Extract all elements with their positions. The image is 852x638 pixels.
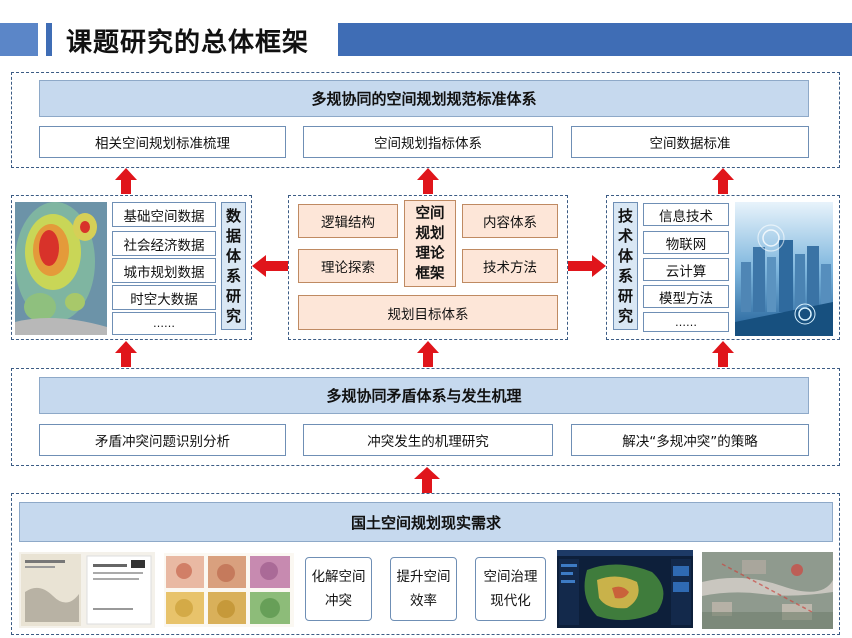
theory-framework-panel	[288, 195, 568, 340]
conflict-banner: 多规协同矛盾体系与发生机理	[39, 377, 809, 414]
theory-core: 空间规划理论框架	[404, 200, 456, 287]
tech-item-1: 信息技术	[643, 203, 729, 226]
arrow-up-left-mid	[115, 341, 137, 367]
header-stripe	[46, 23, 52, 56]
satellite-image	[702, 552, 833, 629]
standards-banner: 多规协同的空间规划规范标准体系	[39, 80, 809, 117]
tech-item-3: 云计算	[643, 258, 729, 281]
arrow-up-left-top	[115, 168, 137, 194]
conflict-item-1: 矛盾冲突问题识别分析	[39, 424, 286, 456]
tech-item-2: 物联网	[643, 231, 729, 254]
theory-item-logic: 逻辑结构	[298, 204, 398, 238]
conflict-section	[11, 368, 840, 466]
data-item-5: ……	[112, 312, 216, 335]
arrow-right	[568, 255, 606, 277]
conflict-item-2: 冲突发生的机理研究	[303, 424, 553, 456]
tech-item-4: 模型方法	[643, 285, 729, 308]
outcome-modernize-governance: 空间治理 现代化	[475, 557, 546, 621]
planning-report-image	[19, 552, 155, 628]
data-item-4: 时空大数据	[112, 285, 216, 310]
outcome-improve-efficiency: 提升空间 效率	[390, 557, 457, 621]
arrow-up-center-mid	[417, 341, 439, 367]
gis-dashboard-image	[557, 550, 693, 628]
standards-section	[11, 72, 840, 168]
arrow-up-right-top	[712, 168, 734, 194]
smart-city-image	[735, 202, 833, 336]
theory-item-content: 内容体系	[462, 204, 558, 238]
arrow-left	[252, 255, 288, 277]
theory-item-methods: 技术方法	[462, 249, 558, 283]
header-title-plate	[38, 17, 338, 59]
standards-item-1: 相关空间规划标准梳理	[39, 126, 286, 158]
data-system-panel	[11, 195, 252, 340]
data-item-2: 社会经济数据	[112, 231, 216, 256]
standards-item-3: 空间数据标准	[571, 126, 809, 158]
header-accent-block	[0, 23, 38, 56]
data-item-3: 城市规划数据	[112, 258, 216, 283]
tech-system-label: 技术体系研究	[613, 202, 638, 330]
theory-item-exploration: 理论探索	[298, 249, 398, 283]
data-system-label: 数据体系研究	[221, 202, 246, 330]
outcome-modernize-governance-line-2: 现代化	[490, 593, 531, 609]
arrow-up-center-top	[417, 168, 439, 194]
thematic-maps-image	[164, 553, 294, 627]
outcome-resolve-conflict-line-1: 化解空间	[311, 569, 366, 585]
tech-item-5: ……	[643, 312, 729, 332]
outcome-resolve-conflict: 化解空间 冲突	[305, 557, 372, 621]
theory-goal-system: 规划目标体系	[298, 295, 558, 330]
arrow-up-bottom	[414, 467, 440, 493]
arrow-up-right-mid	[712, 341, 734, 367]
standards-item-2: 空间规划指标体系	[303, 126, 553, 158]
page-title: 课题研究的总体框架	[66, 28, 310, 58]
outcome-modernize-governance-line-1: 空间治理	[483, 569, 538, 585]
tech-system-panel	[606, 195, 840, 340]
outcome-resolve-conflict-line-2: 冲突	[325, 593, 352, 609]
demand-banner: 国土空间规划现实需求	[19, 502, 833, 542]
data-item-1: 基础空间数据	[112, 202, 216, 227]
outcome-improve-efficiency-line-1: 提升空间	[396, 569, 451, 585]
outcome-improve-efficiency-line-2: 效率	[410, 593, 437, 609]
demand-section	[11, 493, 840, 635]
conflict-item-3: 解决“多规冲突”的策略	[571, 424, 809, 456]
heatmap-image	[15, 202, 107, 335]
